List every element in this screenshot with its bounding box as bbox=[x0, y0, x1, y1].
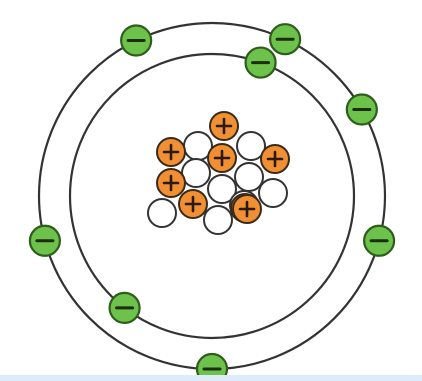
electron bbox=[345, 93, 378, 126]
neutron bbox=[234, 162, 264, 192]
electron bbox=[195, 352, 229, 381]
proton bbox=[232, 194, 262, 224]
neutron bbox=[258, 178, 288, 208]
electron bbox=[28, 224, 61, 257]
nucleus bbox=[147, 111, 290, 235]
proton bbox=[207, 143, 237, 173]
electron bbox=[120, 24, 153, 57]
neutron bbox=[236, 131, 266, 161]
electrons bbox=[28, 23, 396, 381]
electron bbox=[244, 46, 277, 79]
neutron bbox=[147, 198, 177, 228]
proton bbox=[156, 137, 186, 167]
proton bbox=[260, 144, 290, 174]
neutron bbox=[181, 158, 211, 188]
inner-shell-orbit bbox=[68, 52, 356, 340]
electron bbox=[108, 291, 141, 324]
proton bbox=[178, 189, 208, 219]
proton bbox=[156, 168, 186, 198]
electron bbox=[363, 224, 396, 257]
neutron bbox=[207, 174, 237, 204]
neutron bbox=[203, 205, 233, 235]
bottom-strip bbox=[0, 375, 422, 381]
electron bbox=[269, 23, 302, 56]
proton bbox=[209, 111, 239, 141]
